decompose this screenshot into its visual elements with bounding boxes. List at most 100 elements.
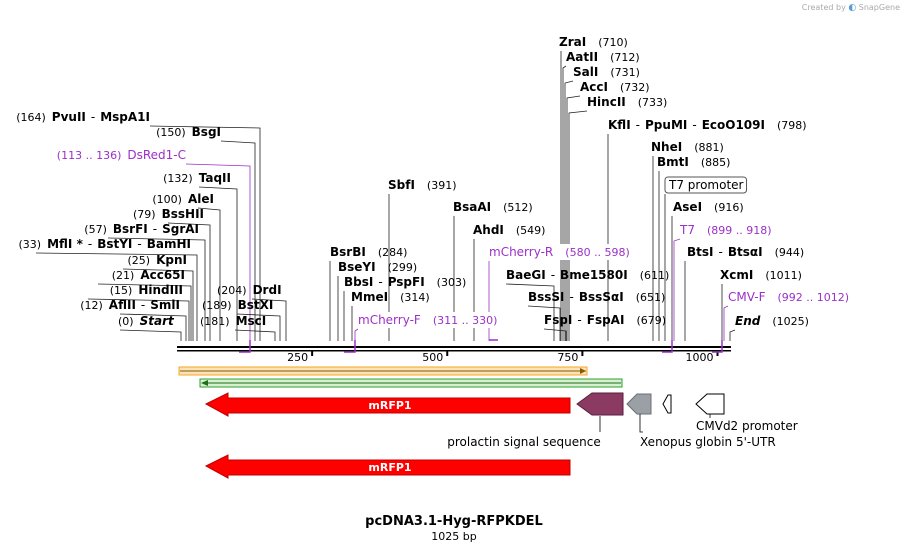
site-label-asei[interactable]: AseI(916)	[673, 200, 744, 214]
site-label-end[interactable]: End(1025)	[735, 314, 809, 328]
site-label-fspi[interactable]: FspI-FspAI(679)	[544, 313, 666, 327]
site-label-text-mfli: (33)MflI *-BstYI-BamHI	[19, 237, 192, 251]
leader-line-mcherryf	[354, 328, 359, 341]
site-label-start[interactable]: (0)Start	[118, 314, 175, 328]
site-label-sali[interactable]: SalI(731)	[573, 65, 640, 79]
site-label-hincii[interactable]: HincII(733)	[587, 95, 667, 109]
orf-orange	[178, 366, 588, 376]
site-label-bsaai[interactable]: BsaAI(512)	[453, 200, 533, 214]
site-label-mmei[interactable]: MmeI(314)	[351, 290, 430, 304]
site-label-bseyi[interactable]: BseYI(299)	[338, 260, 417, 274]
site-label-bsgi[interactable]: (150)BsgI	[156, 125, 221, 139]
feature-cmvd2-promoter[interactable]: CMVd2 promoter	[695, 393, 798, 433]
site-label-sbfi[interactable]: SbfI(391)	[388, 178, 457, 192]
site-label-text-sbfi: SbfI(391)	[388, 178, 457, 192]
feature-mrfp1-upper[interactable]: mRFP1	[204, 392, 571, 417]
site-label-t7[interactable]: T7(899 .. 918)	[677, 222, 774, 238]
site-label-hindiii[interactable]: (15)HindIII	[110, 283, 183, 297]
ruler-tick-label: 500	[422, 351, 443, 364]
leader-line-taqii	[198, 186, 238, 341]
site-label-text-bbsi: BbsI-PspFI(303)	[344, 275, 466, 289]
site-label-cmvf[interactable]: CMV-F(992 .. 1012)	[726, 289, 852, 305]
site-label-kpni[interactable]: (25)KpnI	[128, 253, 188, 267]
feature-mrfp1-lower[interactable]: mRFP1	[204, 454, 571, 479]
leader-line-dsred	[185, 163, 251, 341]
site-label-xcmi[interactable]: XcmI(1011)	[720, 268, 802, 282]
site-label-t7prom[interactable]: T7 promoter	[664, 176, 748, 194]
name-separator: -	[91, 110, 95, 124]
site-label-drdi[interactable]: (204)DrdI	[217, 283, 282, 297]
site-label-bbsi[interactable]: BbsI-PspFI(303)	[344, 275, 466, 289]
site-label-bsrbi[interactable]: BsrBI(284)	[330, 245, 407, 259]
site-label-dsred[interactable]: (113 .. 136)DsRed1-C	[54, 147, 188, 163]
site-label-kfli[interactable]: KflI-PpuMI-EcoO109I(798)	[608, 118, 807, 132]
site-label-pvuii[interactable]: (164)PvuII-MspA1I	[16, 110, 150, 124]
site-label-text-bmti: BmtI(885)	[657, 155, 730, 169]
site-label-baegi[interactable]: BaeGI-Bme1580I(611)	[506, 268, 669, 282]
leader-line-aflii	[119, 313, 187, 341]
site-label-aflii[interactable]: (12)AflII-SmlI	[80, 298, 180, 312]
primer-mark-cmvf	[712, 340, 723, 353]
leader-line-hincii	[568, 110, 588, 341]
leader-line-hindiii	[87, 298, 190, 341]
label-background	[726, 289, 852, 305]
ruler-tick-label: 250	[287, 351, 308, 364]
site-label-text-mcherryf: mCherry-F(311 .. 330)	[358, 313, 497, 327]
site-label-taqii[interactable]: (132)TaqII	[163, 171, 231, 185]
name-separator: -	[570, 290, 574, 304]
site-label-ahdi[interactable]: AhdI(549)	[473, 223, 545, 237]
site-label-bsrfi[interactable]: (57)BsrFI-SgrAI	[84, 222, 199, 236]
site-label-text-hindiii: (15)HindIII	[110, 283, 183, 297]
site-label-alei[interactable]: (100)AleI	[152, 192, 214, 206]
leader-line-bsshii	[167, 222, 211, 341]
site-label-acci[interactable]: AccI(732)	[580, 80, 650, 94]
leader-line-alei	[197, 207, 221, 341]
site-label-mcherryf[interactable]: mCherry-F(311 .. 330)	[356, 312, 500, 328]
site-label-mcherryr[interactable]: mCherry-R(580 .. 598)	[487, 244, 632, 260]
name-separator: -	[719, 245, 723, 259]
name-separator: -	[153, 222, 157, 236]
site-label-text-mmei: MmeI(314)	[351, 290, 430, 304]
leader-line-bsrfi	[107, 237, 206, 341]
site-label-mfli[interactable]: (33)MflI *-BstYI-BamHI	[19, 237, 192, 251]
primer-marks	[239, 339, 723, 353]
site-label-zrai[interactable]: ZraI(710)	[559, 35, 628, 49]
leader-lines	[35, 51, 736, 341]
site-label-text-taqii: (132)TaqII	[163, 171, 231, 185]
site-label-bsshii[interactable]: (79)BssHII	[133, 207, 204, 221]
site-label-text-drdi: (204)DrdI	[217, 283, 282, 297]
site-label-bmti[interactable]: BmtI(885)	[657, 155, 730, 169]
credit-prefix: Created by	[801, 3, 846, 12]
name-separator: -	[378, 275, 382, 289]
site-label-aatii[interactable]: AatII(712)	[566, 50, 640, 64]
leader-line-start	[119, 329, 182, 341]
site-label-text-asei: AseI(916)	[673, 200, 744, 214]
leader-line-bsssi	[527, 305, 561, 341]
site-label-text-start: (0)Start	[118, 314, 175, 328]
site-label-text-aatii: AatII(712)	[566, 50, 640, 64]
leader-line-drdi	[251, 298, 287, 341]
site-label-msci[interactable]: (181)MscI	[200, 314, 266, 328]
site-label-nhei[interactable]: NheI(881)	[651, 140, 724, 154]
site-label-acc65i[interactable]: (21)Acc65I	[112, 268, 185, 282]
feature-box	[664, 176, 748, 194]
ruler-tick	[581, 351, 584, 356]
site-label-text-acc65i: (21)Acc65I	[112, 268, 185, 282]
name-separator: -	[88, 237, 92, 251]
site-label-btsi[interactable]: BtsI-BtsαI(944)	[687, 245, 804, 259]
site-label-bstxi[interactable]: (189)BstXI	[202, 298, 273, 312]
site-label-bsssi[interactable]: BssSI-BssSαI(651)	[528, 290, 665, 304]
feature-t7-promoter-arrow[interactable]	[662, 394, 672, 414]
feature-prolactin-signal[interactable]: prolactin signal sequence	[447, 392, 624, 449]
site-label-text-bstxi: (189)BstXI	[202, 298, 273, 312]
site-label-text-aflii: (12)AflII-SmlI	[80, 298, 180, 312]
feature-xenopus-utr[interactable]: Xenopus globin 5'-UTR	[626, 393, 776, 449]
site-label-text-kpni: (25)KpnI	[128, 253, 188, 267]
name-separator: -	[692, 118, 696, 132]
leader-line-msci	[234, 329, 276, 341]
leader-line-bstxi	[236, 313, 281, 341]
leader-line-acc65i	[97, 283, 192, 341]
label-background	[356, 312, 500, 328]
